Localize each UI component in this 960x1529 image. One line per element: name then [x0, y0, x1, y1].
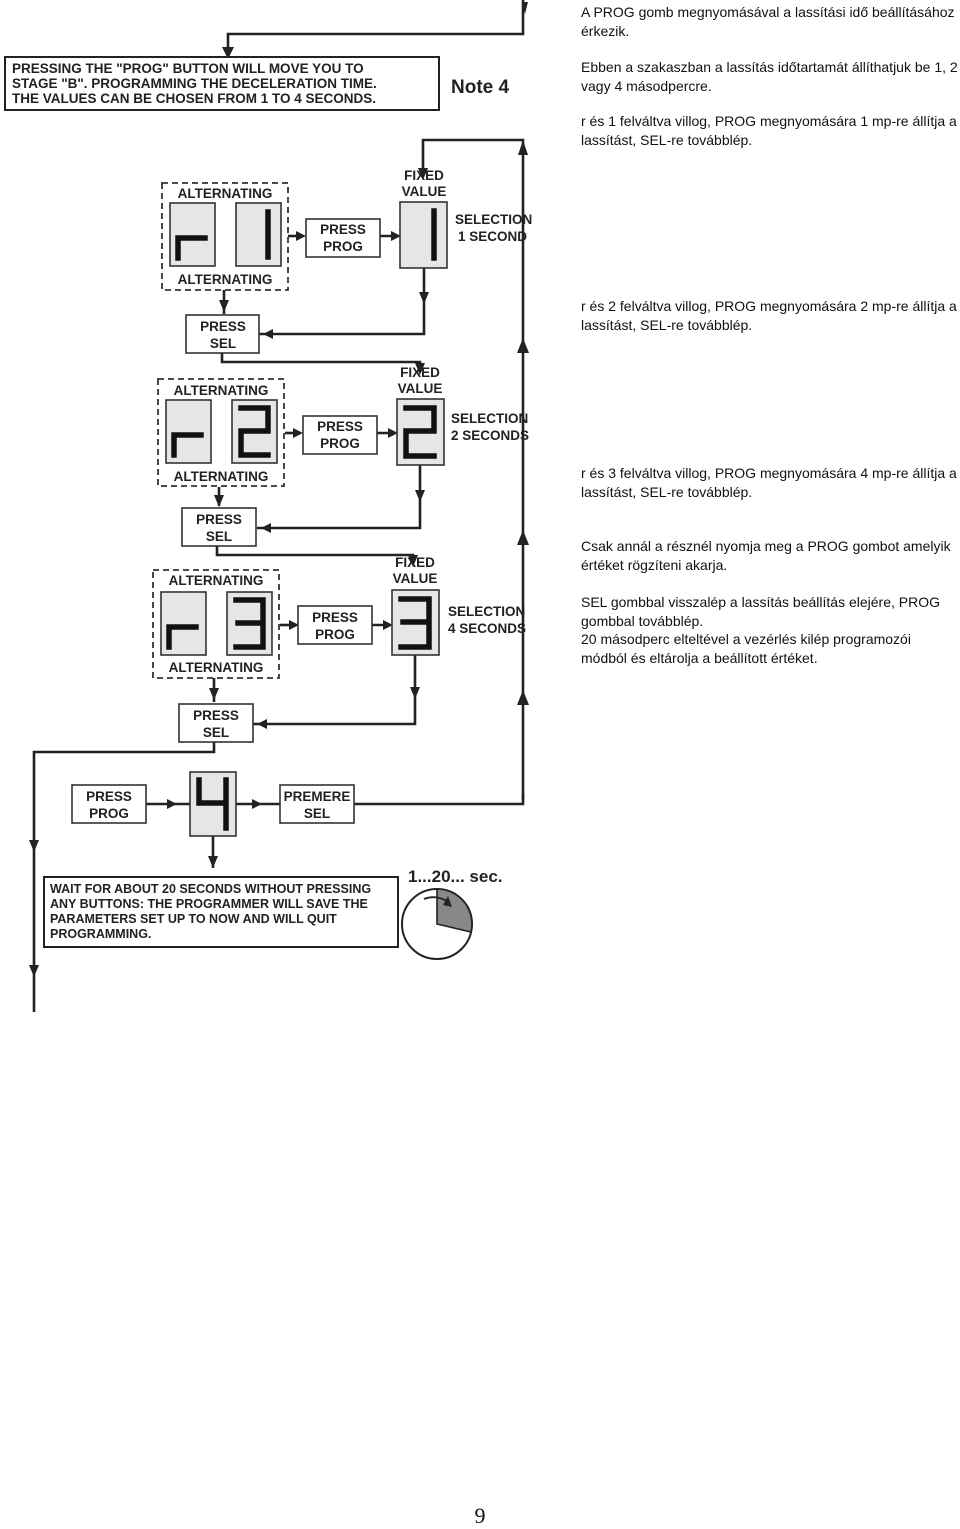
- lcd-digit-3: 3: [226, 591, 273, 656]
- svg-text:PRESS: PRESS: [312, 610, 358, 625]
- press-prog-button[interactable]: PRESS PROG: [71, 784, 147, 824]
- press-prog-button[interactable]: PRESS PROG: [297, 605, 373, 645]
- fixed-value-label-2: VALUE: [402, 184, 447, 199]
- block-r3: ALTERNATING ALTERNATING r 3 PRESS PROG F…: [152, 555, 526, 743]
- wait-line-2: ANY BUTTONS: THE PROGRAMMER WILL SAVE TH…: [50, 897, 368, 911]
- note-paragraph: r és 2 felváltva villog, PROG megnyomásá…: [581, 298, 957, 333]
- svg-text:PROG: PROG: [320, 436, 360, 451]
- alternating-bottom-label: ALTERNATING: [174, 469, 269, 484]
- svg-text:SEL: SEL: [210, 336, 236, 351]
- lcd-digit-4: 4: [189, 771, 237, 837]
- alternating-bottom-label: ALTERNATING: [169, 660, 264, 675]
- svg-text:PRESS: PRESS: [196, 512, 242, 527]
- flow-connectors: [32, 0, 525, 1012]
- press-prog-button[interactable]: PRESS PROG: [302, 415, 378, 455]
- svg-text:PROG: PROG: [89, 806, 129, 821]
- lcd-digit-2: 2: [231, 399, 278, 464]
- press-sel-button[interactable]: PRESS SEL: [181, 507, 257, 547]
- wait-line-4: PROGRAMMING.: [50, 927, 151, 941]
- svg-text:PRESS: PRESS: [320, 222, 366, 237]
- timer-clock-icon: 1...20... sec.: [401, 867, 503, 960]
- premere-sel-button[interactable]: PREMERE SEL: [279, 784, 355, 824]
- final-row: PRESS PROG 4 PREMERE SEL: [71, 771, 355, 837]
- svg-text:PROG: PROG: [315, 627, 355, 642]
- alternating-top-label: ALTERNATING: [169, 573, 264, 588]
- intro-line-1: PRESSING THE "PROG" BUTTON WILL MOVE YOU…: [12, 61, 364, 76]
- lcd-digit-1: 1: [235, 202, 282, 267]
- block-r2: ALTERNATING ALTERNATING r 2 PRESS PROG F…: [157, 365, 529, 547]
- selection-label: SELECTION: [448, 604, 525, 619]
- press-sel-button[interactable]: PRESS SEL: [185, 314, 260, 354]
- lcd-fixed-3: 3: [391, 589, 440, 656]
- timer-label: 1...20... sec.: [408, 867, 503, 886]
- wait-line-3: PARAMETERS SET UP TO NOW AND WILL QUIT: [50, 912, 337, 926]
- fixed-value-label: FIXED: [400, 365, 440, 380]
- intro-box: PRESSING THE "PROG" BUTTON WILL MOVE YOU…: [4, 56, 440, 111]
- svg-text:SEL: SEL: [304, 806, 330, 821]
- fixed-value-label: FIXED: [404, 168, 444, 183]
- wait-box: WAIT FOR ABOUT 20 SECONDS WITHOUT PRESSI…: [43, 876, 399, 948]
- note-paragraph: SEL gombbal visszalép a lassítás beállít…: [581, 594, 940, 629]
- fixed-value-label-2: VALUE: [393, 571, 438, 586]
- press-sel-button[interactable]: PRESS SEL: [178, 703, 254, 743]
- selection-value: 2 SECONDS: [451, 428, 529, 443]
- intro-line-3: THE VALUES CAN BE CHOSEN FROM 1 TO 4 SEC…: [12, 91, 376, 106]
- alternating-top-label: ALTERNATING: [174, 383, 269, 398]
- fixed-value-label-2: VALUE: [398, 381, 443, 396]
- selection-value: 4 SECONDS: [448, 621, 526, 636]
- note-label: Note 4: [451, 77, 510, 98]
- lcd-digit-r: r: [169, 202, 216, 267]
- note-paragraph: Csak annál a résznél nyomja meg a PROG g…: [581, 538, 951, 573]
- block-r1: ALTERNATING ALTERNATING r 1 PRESS PROG F…: [161, 168, 532, 354]
- svg-text:SEL: SEL: [203, 725, 229, 740]
- lcd-digit-r: r: [160, 591, 207, 656]
- lcd-fixed-2: 2: [396, 398, 445, 466]
- note-paragraph: r és 3 felváltva villog, PROG megnyomásá…: [581, 465, 957, 500]
- note-paragraph: A PROG gomb megnyomásával a lassítási id…: [581, 4, 955, 39]
- intro-line-2: STAGE "B". PROGRAMMING THE DECELERATION …: [12, 76, 377, 91]
- flow-arrows: [29, 2, 529, 977]
- svg-text:PRESS: PRESS: [86, 789, 132, 804]
- wait-line-1: WAIT FOR ABOUT 20 SECONDS WITHOUT PRESSI…: [50, 882, 371, 896]
- alternating-bottom-label: ALTERNATING: [178, 272, 273, 287]
- note-paragraph: Ebben a szakaszban a lassítás időtartamá…: [581, 59, 958, 94]
- svg-text:PRESS: PRESS: [193, 708, 239, 723]
- selection-label: SELECTION: [455, 212, 532, 227]
- note-paragraph: 20 másodperc elteltével a vezérlés kilép…: [581, 631, 911, 666]
- svg-text:PROG: PROG: [323, 239, 363, 254]
- selection-value: 1 SECOND: [458, 229, 527, 244]
- page-number: 9: [474, 1503, 486, 1528]
- lcd-fixed-1: 1: [399, 201, 448, 269]
- svg-text:SEL: SEL: [206, 529, 232, 544]
- alternating-top-label: ALTERNATING: [178, 186, 273, 201]
- note-paragraph: r és 1 felváltva villog, PROG megnyomásá…: [581, 113, 957, 148]
- press-prog-button[interactable]: PRESS PROG: [305, 218, 381, 258]
- svg-text:PRESS: PRESS: [200, 319, 246, 334]
- svg-text:PREMERE: PREMERE: [284, 789, 351, 804]
- selection-label: SELECTION: [451, 411, 528, 426]
- lcd-digit-r: r: [165, 399, 212, 464]
- svg-text:PRESS: PRESS: [317, 419, 363, 434]
- fixed-value-label: FIXED: [395, 555, 435, 570]
